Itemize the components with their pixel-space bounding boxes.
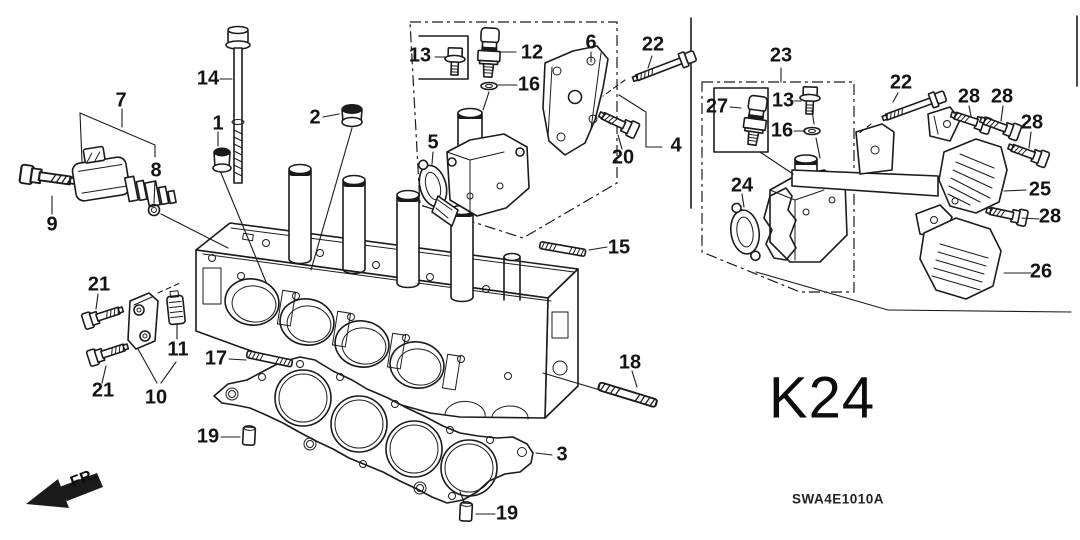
seal-cap-1	[212, 147, 232, 173]
part-number-label: 18	[618, 351, 642, 374]
bolt-21b	[85, 337, 131, 368]
part-number-label: 16	[517, 73, 541, 96]
part-number-label: 25	[1028, 178, 1052, 201]
bolt-14	[225, 25, 251, 184]
spool-valve-shaft	[123, 175, 177, 208]
bolt-9	[18, 163, 78, 192]
part-number-label: 22	[641, 33, 665, 56]
part-number-label: 28	[1038, 205, 1062, 228]
part-number-label: 28	[990, 85, 1014, 108]
valve-guide-tubes	[288, 163, 521, 303]
cover-26	[915, 204, 1002, 300]
part-number-label: 19	[196, 425, 220, 448]
part-number-label: 2	[309, 106, 321, 129]
part-number-label: 5	[427, 131, 439, 154]
center-spool-valve-group	[417, 26, 699, 227]
dowel-pin-19a	[241, 424, 257, 447]
k24-variant-line	[755, 271, 1072, 313]
part-number-label: 7	[115, 89, 127, 112]
part-number-label: 1	[212, 112, 224, 135]
part-number-label: 28	[1020, 111, 1044, 134]
part-number-label: 24	[730, 174, 754, 197]
bolt-13-right	[798, 85, 822, 116]
part-number-label: 13	[771, 89, 795, 112]
part-number-label: 27	[705, 95, 729, 118]
loose-parts	[212, 25, 659, 523]
cylinder-head-drawing	[195, 163, 579, 420]
gasket-bores	[274, 369, 498, 497]
part-number-label: 11	[167, 338, 189, 361]
part-number-label: 28	[957, 85, 981, 108]
seal-cap-2	[341, 104, 363, 128]
head-gasket-drawing	[213, 356, 534, 504]
part-number-label: 19	[495, 502, 519, 525]
front-direction-arrow	[26, 473, 103, 508]
part-number-label: 14	[196, 67, 220, 90]
washer-16-right	[803, 126, 821, 136]
part-number-label: 8	[150, 159, 162, 182]
part-number-label: 26	[1029, 260, 1053, 283]
section-divider-lines	[690, 15, 1078, 209]
engine-code-label: K24	[768, 365, 876, 431]
stud-18	[596, 381, 659, 409]
part-11	[166, 290, 186, 326]
vtc-solenoid-drawing	[18, 145, 177, 217]
bolt-21a	[80, 300, 126, 331]
bolt-13	[443, 46, 467, 77]
group-box-4	[409, 21, 663, 239]
part-number-label: 16	[770, 119, 794, 142]
part-number-label: 3	[556, 443, 568, 466]
part-number-label: 12	[520, 41, 544, 64]
sensor-12	[476, 26, 503, 79]
right-spool-valve-group	[730, 85, 1051, 300]
part-number-label: 23	[769, 44, 793, 67]
part-number-label: 21	[87, 273, 111, 296]
group-box-23	[701, 67, 1072, 313]
part-number-label: 10	[144, 386, 168, 409]
part-number-label: 17	[204, 347, 228, 370]
bolt-28c	[1005, 138, 1051, 169]
spool-valve-body	[431, 107, 530, 227]
part-number-label: 20	[611, 146, 635, 169]
part-number-label: 15	[607, 236, 631, 259]
part-number-label: 4	[670, 134, 682, 157]
bolt-20	[595, 106, 641, 140]
sub-bracket-27	[713, 87, 769, 153]
gasket-24	[730, 202, 761, 262]
o-ring-8	[147, 203, 161, 217]
part-number-label: 9	[46, 213, 58, 236]
stud-15	[538, 240, 587, 258]
mounting-bracket-arm	[791, 106, 961, 197]
washer-16	[480, 81, 498, 91]
diagram-code-label: SWA4E1010A	[791, 491, 885, 507]
sub-bracket-13	[418, 35, 469, 80]
part-number-label: 13	[408, 44, 432, 67]
cover-25	[938, 138, 1008, 214]
sensor-27	[740, 93, 771, 148]
leader-lines	[51, 51, 1040, 515]
bracket-6	[542, 45, 609, 156]
gasket-bolt-holes	[225, 360, 527, 500]
part-number-label: 21	[91, 379, 115, 402]
dowel-pin-19b	[458, 500, 474, 523]
part-number-label: 22	[889, 71, 913, 94]
sensor-bracket-drawing	[80, 290, 186, 368]
part-number-label: 6	[585, 31, 597, 54]
